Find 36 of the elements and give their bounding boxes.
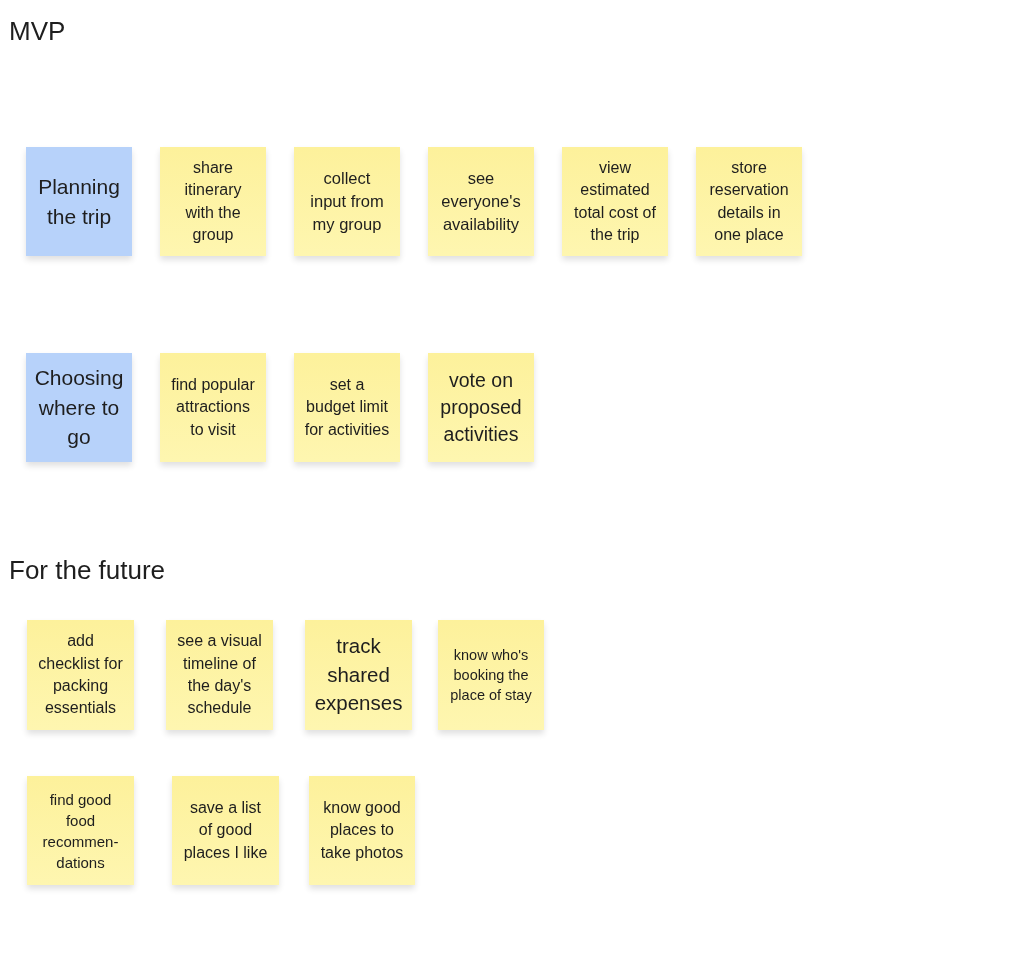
note-text: track shared expenses — [314, 632, 403, 717]
note-text: know who's booking the place of stay — [449, 645, 533, 706]
sticky-note — [27, 776, 134, 885]
sticky-note — [428, 353, 534, 462]
sticky-note — [160, 147, 266, 256]
sticky-note — [696, 147, 802, 256]
sticky-note — [172, 776, 279, 885]
section-heading: For the future — [9, 555, 166, 587]
note-text: see everyone's availability — [440, 167, 522, 236]
note-text: Choosing where to go — [33, 365, 125, 451]
sticky-note — [27, 620, 134, 730]
sticky-note — [160, 353, 266, 462]
note-text: Planning the trip — [37, 174, 121, 230]
note-text: store reservation details in one place — [708, 157, 790, 245]
sticky-note — [166, 620, 273, 730]
note-text: find good food recommen-dations — [41, 789, 120, 873]
category-sticky-note — [26, 147, 132, 256]
sticky-note — [562, 147, 668, 256]
category-sticky-note — [26, 353, 132, 462]
note-text: collect input from my group — [309, 167, 385, 236]
sticky-note — [294, 353, 400, 462]
sticky-note — [305, 620, 412, 730]
section-heading: MVP — [9, 16, 66, 48]
sticky-note — [294, 147, 400, 256]
note-text: vote on proposed activities — [439, 367, 523, 448]
sticky-note — [438, 620, 544, 730]
note-text: know good places to take photos — [319, 797, 405, 863]
note-text: view estimated total cost of the trip — [573, 157, 657, 245]
note-text: find popular attractions to visit — [170, 374, 256, 440]
note-text: see a visual timeline of the day's schedule — [176, 631, 263, 719]
note-text: set a budget limit for activities — [304, 374, 390, 440]
note-text: add checklist for packing essentials — [37, 631, 124, 719]
note-text: save a list of good places I like — [182, 797, 269, 863]
sticky-note — [428, 147, 534, 256]
note-text: share itinerary with the group — [183, 157, 243, 245]
sticky-note — [309, 776, 415, 885]
